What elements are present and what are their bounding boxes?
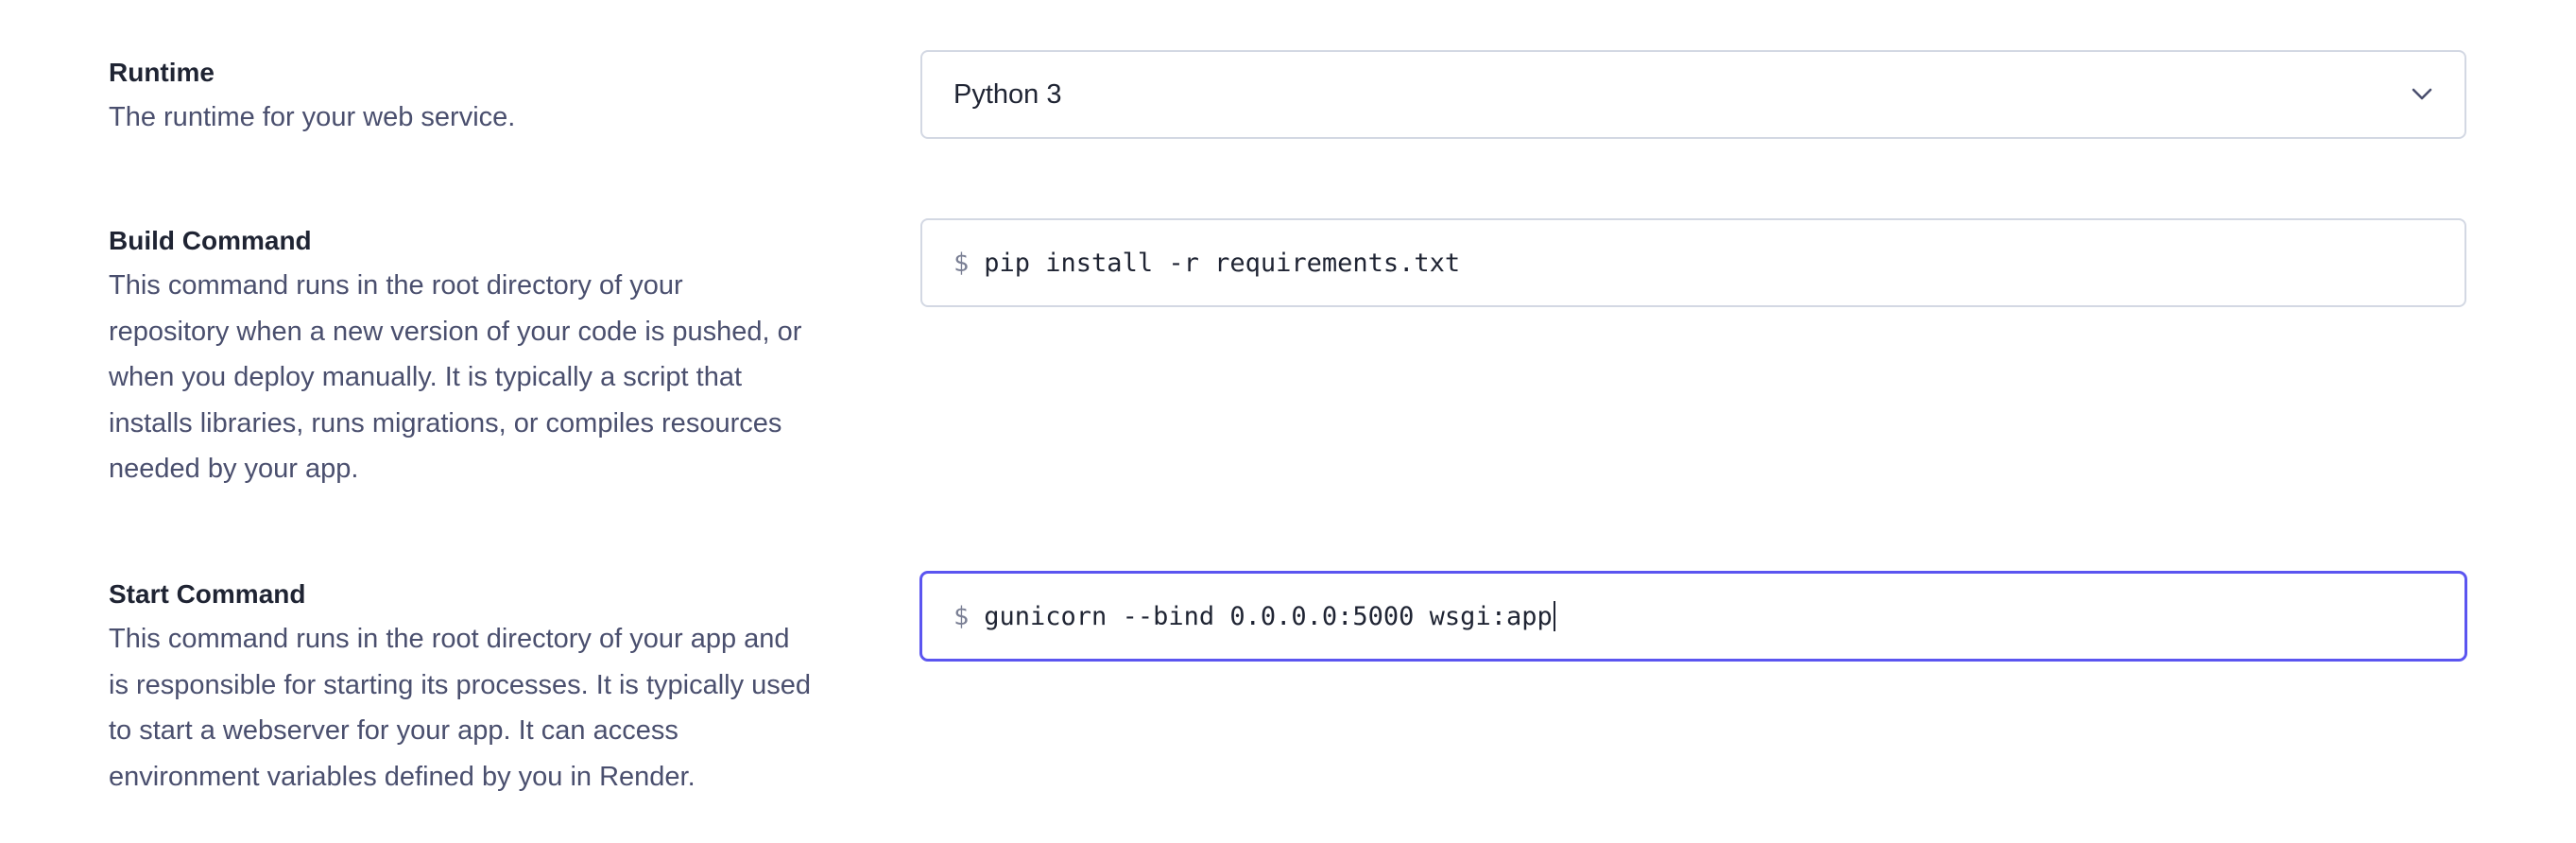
build-command-description-line: This command runs in the root directory … (109, 270, 683, 301)
build-command-description-line: installs libraries, runs migrations, or … (109, 407, 782, 439)
runtime-select-value: Python 3 (953, 78, 1062, 110)
build-command-description-line: when you deploy manually. It is typicall… (109, 362, 743, 392)
runtime-description: The runtime for your web service. (109, 102, 516, 132)
build-command-label-group: Build Command This command runs in the r… (109, 223, 846, 492)
runtime-label-group: Runtime The runtime for your web service… (109, 55, 846, 141)
runtime-title: Runtime (109, 58, 215, 87)
start-command-label-group: Start Command This command runs in the r… (109, 576, 846, 800)
build-command-input[interactable]: $ pip install -r requirements.txt (920, 218, 2466, 307)
start-command-description-line: This command runs in the root directory … (109, 624, 790, 654)
start-command-description-line: to start a webserver for your app. It ca… (109, 715, 678, 746)
build-command-description-line: repository when a new version of your co… (109, 316, 802, 347)
chevron-down-glyph (2412, 88, 2432, 100)
build-command-title: Build Command (109, 226, 312, 255)
text-cursor (1553, 601, 1555, 631)
chevron-down-icon[interactable] (2410, 82, 2434, 107)
build-command-description: This command runs in the root directory … (109, 263, 846, 492)
runtime-select[interactable]: Python 3 (920, 50, 2466, 139)
build-command-prompt: $ (953, 248, 970, 278)
start-command-description-line: environment variables defined by you in … (109, 761, 696, 792)
start-command-description: This command runs in the root directory … (109, 616, 846, 800)
build-command-description-line: needed by your app. (109, 454, 359, 484)
start-command-value[interactable]: gunicorn --bind 0.0.0.0:5000 wsgi:app (984, 601, 1553, 631)
build-command-value[interactable]: pip install -r requirements.txt (984, 248, 1461, 278)
start-command-title: Start Command (109, 579, 306, 609)
start-command-description-line: is responsible for starting its processe… (109, 669, 812, 700)
start-command-prompt: $ (953, 601, 970, 631)
start-command-input[interactable]: $ gunicorn --bind 0.0.0.0:5000 wsgi:app (920, 572, 2466, 661)
